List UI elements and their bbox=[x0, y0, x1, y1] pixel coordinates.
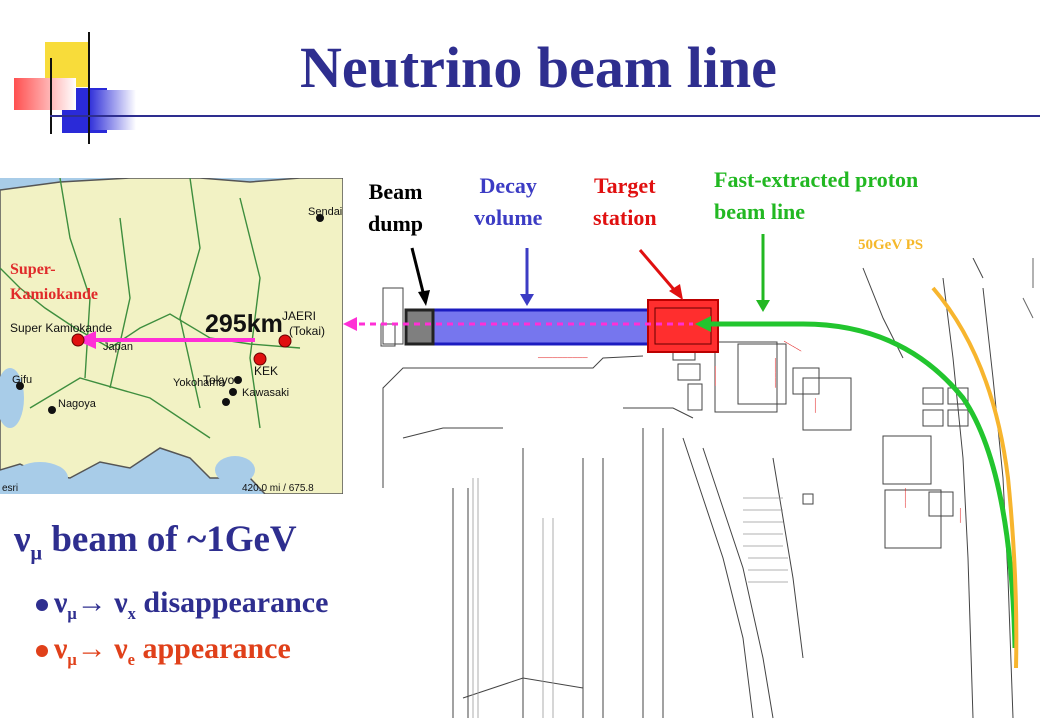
svg-text:Yokohama: Yokohama bbox=[173, 377, 225, 389]
svg-text:────: ──── bbox=[711, 365, 718, 386]
svg-text:Gifu: Gifu bbox=[12, 374, 32, 386]
beam-heading: νμ beam of ~1GeV bbox=[14, 519, 297, 565]
svg-text:───: ─── bbox=[811, 397, 818, 413]
svg-text:esri: esri bbox=[2, 483, 18, 494]
ps-label: 50GeV PS bbox=[858, 237, 924, 253]
page-title: Neutrino beam line bbox=[300, 35, 777, 100]
bullet-dot-icon bbox=[36, 599, 48, 612]
kek-marker bbox=[253, 352, 267, 366]
svg-text:───: ─── bbox=[956, 507, 963, 523]
japan-map: 295km Super Kamiokande JAERI (Tokai) Jap… bbox=[0, 178, 343, 494]
svg-text:──────────: ────────── bbox=[537, 355, 588, 362]
svg-text:(Tokai): (Tokai) bbox=[289, 324, 325, 338]
title-rule bbox=[50, 115, 1040, 117]
jaeri-marker bbox=[278, 334, 292, 348]
proton-beam-line bbox=[703, 321, 1018, 649]
ps-ring bbox=[931, 286, 1019, 669]
svg-text:KEK: KEK bbox=[254, 364, 278, 378]
svg-text:Sendai: Sendai bbox=[308, 206, 342, 218]
svg-text:420.0 mi / 675.8: 420.0 mi / 675.8 bbox=[242, 483, 314, 494]
svg-text:Tokyo: Tokyo bbox=[203, 373, 235, 387]
svg-text:────: ──── bbox=[901, 487, 908, 508]
super-k-marker bbox=[71, 333, 85, 347]
svg-text:295km: 295km bbox=[205, 310, 283, 338]
svg-text:JAERI: JAERI bbox=[282, 309, 316, 323]
svg-text:Nagoya: Nagoya bbox=[58, 398, 97, 410]
svg-text:──────: ────── bbox=[771, 357, 778, 388]
bullet-appearance: νμ→ νe appearance bbox=[36, 632, 291, 670]
bullet-disappearance: νμ→ νx disappearance bbox=[36, 586, 328, 624]
svg-text:Kawasaki: Kawasaki bbox=[242, 387, 289, 399]
svg-text:Super Kamiokande: Super Kamiokande bbox=[10, 321, 112, 335]
svg-text:Japan: Japan bbox=[103, 341, 133, 353]
site-plan: ────────── ──── ────── ─── ──── ─── ──── bbox=[343, 257, 1040, 720]
bullet-dot-icon bbox=[36, 645, 48, 658]
beam-dump bbox=[404, 308, 435, 346]
corner-decoration bbox=[0, 0, 140, 145]
super-k-label: Super-Kamiokande bbox=[10, 261, 99, 303]
